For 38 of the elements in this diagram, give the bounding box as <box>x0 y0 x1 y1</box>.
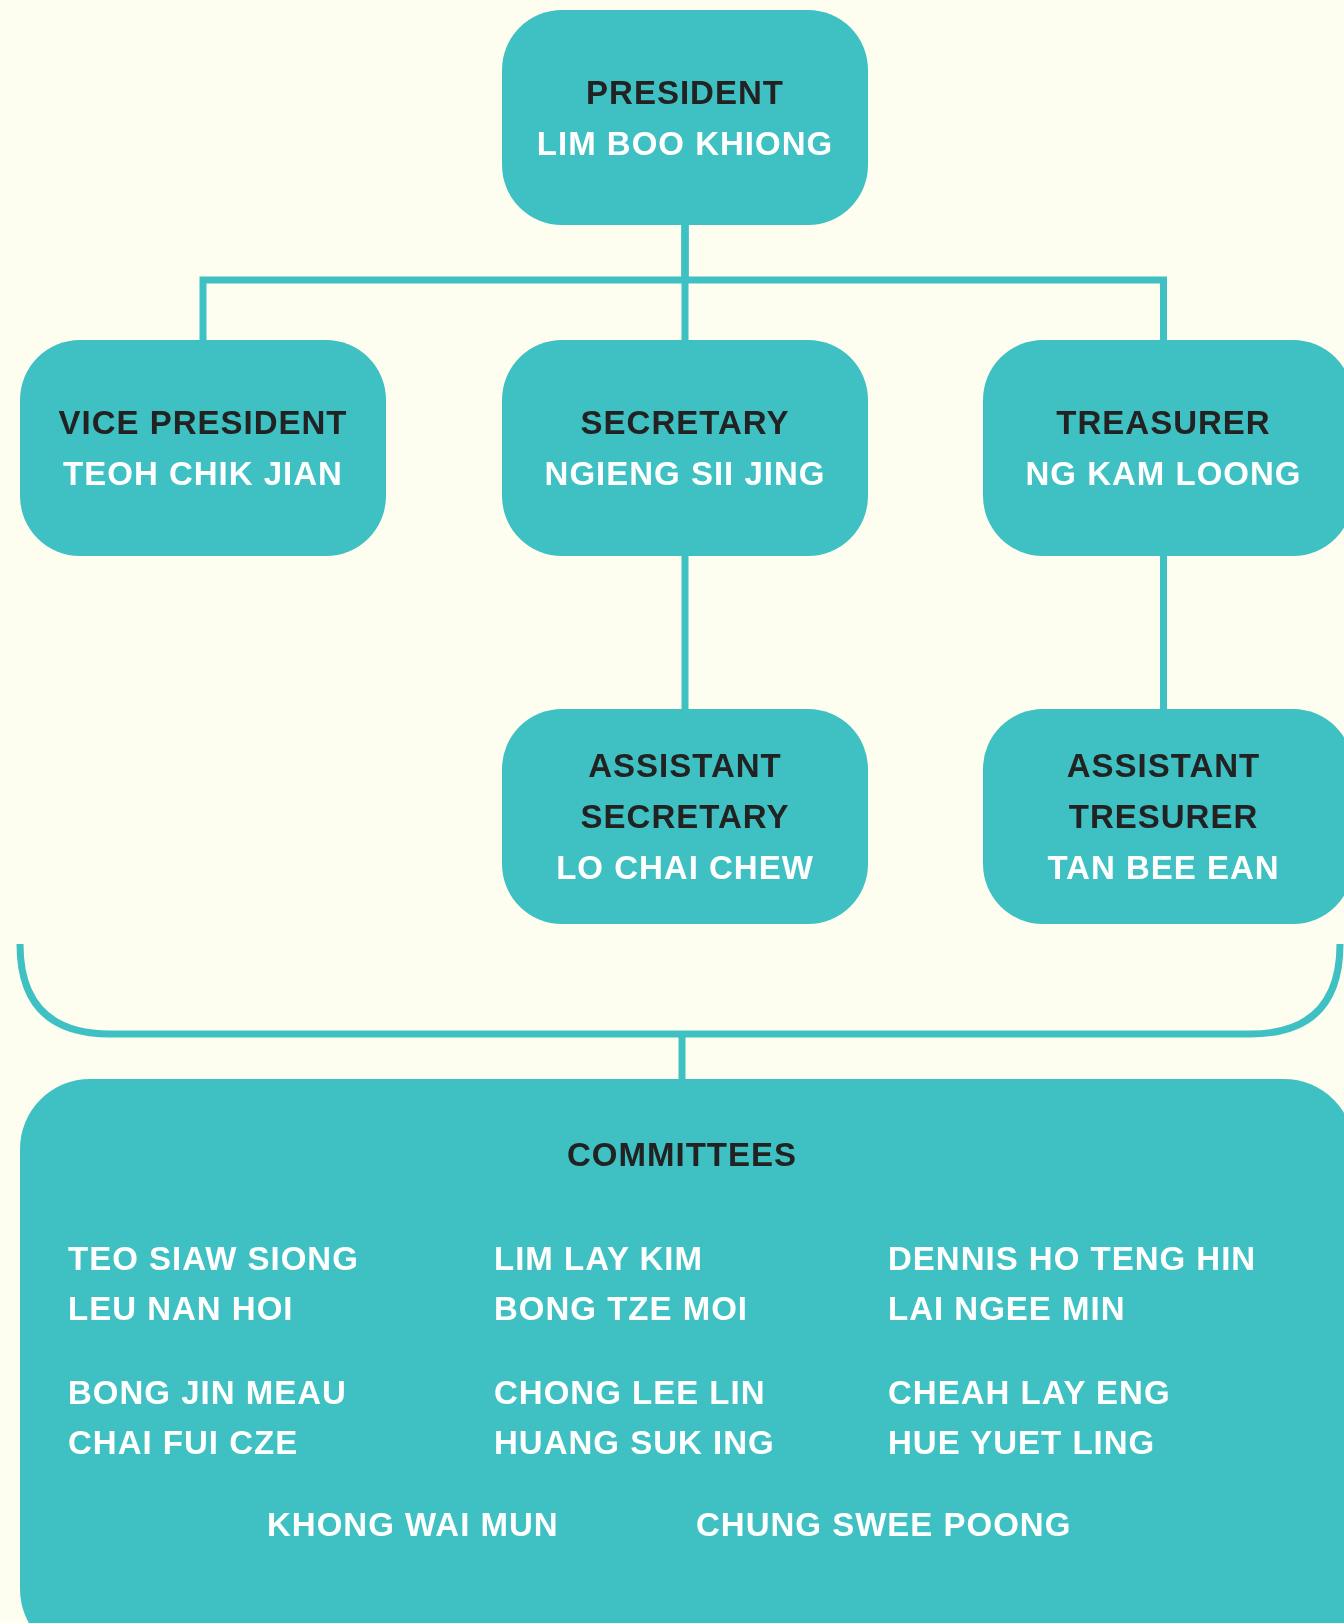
person-name: LIM BOO KHIONG <box>536 123 834 164</box>
member-name: CHONG LEE LIN <box>494 1373 766 1413</box>
role-title: PRESIDENT <box>586 72 784 113</box>
role-box <box>983 340 1344 556</box>
member-name: DENNIS HO TENG HIN <box>888 1239 1257 1279</box>
bracket <box>16 943 1344 1038</box>
member-name: KHONG WAI MUN <box>267 1505 559 1545</box>
role-box <box>502 340 868 556</box>
group-heading: COMMITTEES <box>566 1135 798 1175</box>
connector-line <box>681 225 1167 340</box>
member-name: CHAI FUI CZE <box>68 1423 299 1463</box>
role-box <box>20 340 386 556</box>
role-title: TREASURER <box>1056 403 1271 443</box>
role-box <box>502 709 868 924</box>
role-box <box>983 709 1344 924</box>
role-title: SECRETARY <box>580 403 790 443</box>
member-name: BONG TZE MOI <box>494 1289 748 1329</box>
member-name: BONG JIN MEAU <box>68 1373 347 1413</box>
role-title: ASSISTANT TRESURER <box>1065 746 1262 837</box>
person-name: LO CHAI CHEW <box>556 848 814 888</box>
member-name: LAI NGEE MIN <box>888 1289 1126 1329</box>
member-name: LEU NAN HOI <box>68 1289 294 1329</box>
person-name: NG KAM LOONG <box>1025 454 1302 494</box>
member-name: HUE YUET LING <box>888 1423 1156 1463</box>
person-name: TAN BEE EAN <box>1047 848 1280 888</box>
member-name: LIM LAY KIM <box>494 1239 704 1279</box>
role-title: ASSISTANT SECRETARY <box>579 746 791 837</box>
role-title: VICE PRESIDENT <box>58 403 348 443</box>
role-box <box>502 10 868 225</box>
member-name: CHUNG SWEE POONG <box>696 1505 1072 1545</box>
connector-line <box>681 556 689 709</box>
member-name: CHEAH LAY ENG <box>888 1373 1171 1413</box>
connector-line <box>1160 556 1167 709</box>
role-box <box>20 1079 1344 1623</box>
member-name: HUANG SUK ING <box>494 1423 775 1463</box>
person-name: TEOH CHIK JIAN <box>63 454 343 494</box>
person-name: NGIENG SII JING <box>544 454 826 494</box>
member-name: TEO SIAW SIONG <box>68 1239 359 1279</box>
